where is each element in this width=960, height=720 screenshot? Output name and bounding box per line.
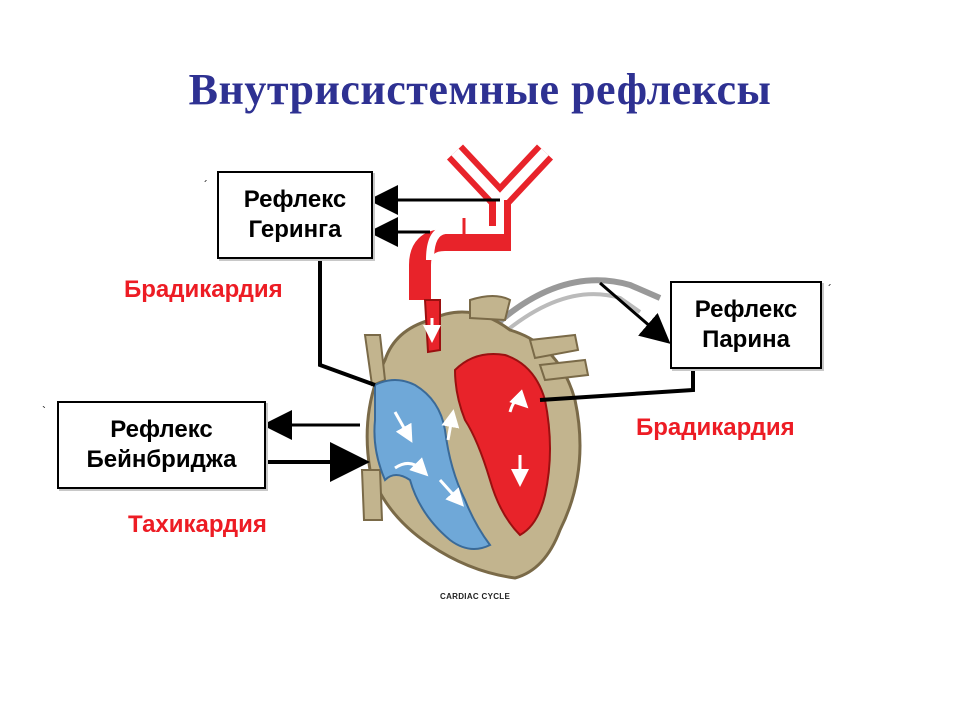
bainbridge-line1: Рефлекс xyxy=(110,416,213,443)
heart xyxy=(360,295,590,580)
bainbridge-reflex-box: Рефлекс Бейнбриджа xyxy=(57,401,266,489)
parin-line2: Парина xyxy=(702,326,790,353)
bainbridge-tick: ` xyxy=(42,404,46,418)
parin-connectors xyxy=(539,281,695,402)
gering-reflex-box: Рефлекс Геринга xyxy=(217,171,373,259)
parin-reflex-box: Рефлекс Парина xyxy=(670,281,822,369)
pulmonary-vessel xyxy=(409,144,554,300)
gering-tick: ´ xyxy=(204,178,208,192)
bainbridge-connectors xyxy=(262,410,370,482)
slide-title: Внутрисистемные рефлексы xyxy=(188,65,772,114)
gering-connectors xyxy=(318,185,500,387)
gering-line1: Рефлекс xyxy=(243,186,347,213)
parin-effect: Брадикардия xyxy=(636,414,795,441)
parin-line1: Рефлекс xyxy=(694,296,798,323)
gering-effect: Брадикардия xyxy=(124,276,283,303)
bainbridge-line2: Бейнбриджа xyxy=(86,446,237,473)
bainbridge-effect: Тахикардия xyxy=(128,511,267,538)
gering-line2: Геринга xyxy=(248,216,342,243)
parin-tick: ´ xyxy=(828,282,832,296)
cardiac-cycle-caption: CARDIAC CYCLE xyxy=(440,592,511,601)
